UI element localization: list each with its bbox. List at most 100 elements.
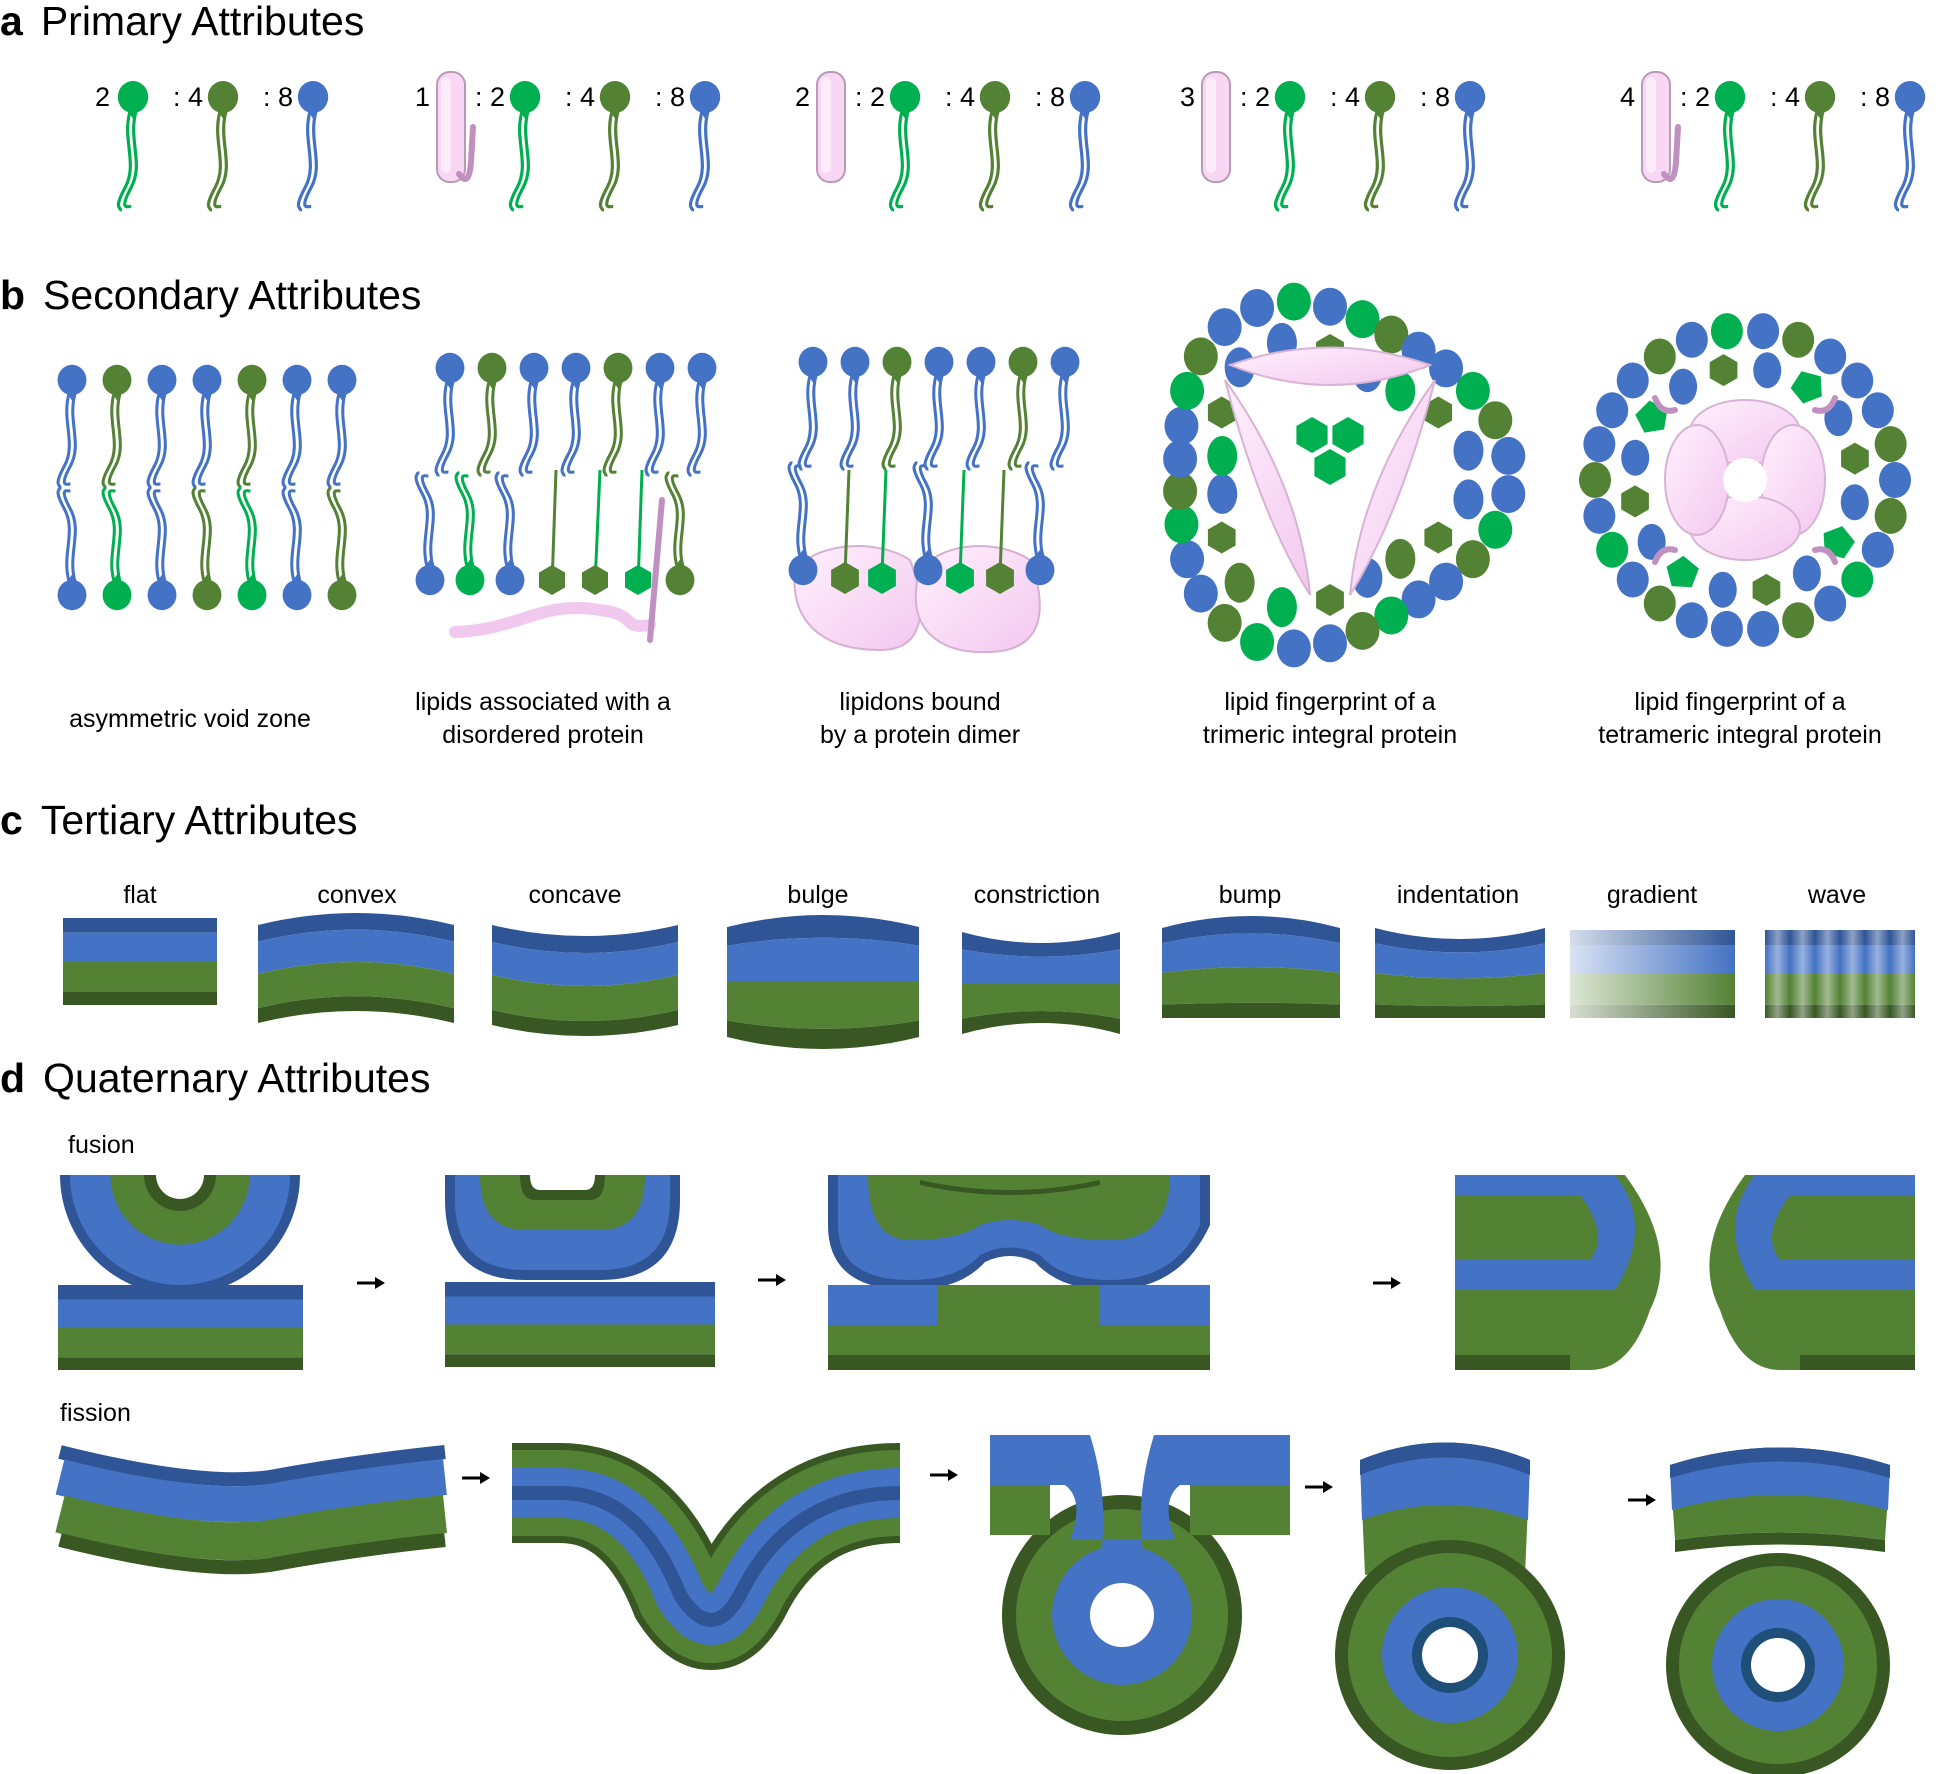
- lipid-head: [509, 81, 541, 113]
- membrane-band: [1162, 967, 1340, 1005]
- caption-line: asymmetric void zone: [69, 705, 311, 733]
- lipid-tail: [101, 486, 116, 582]
- lipid-pentagon: [1823, 526, 1855, 559]
- panel-letter: a: [0, 0, 23, 44]
- hemifusion-stalk: [828, 1175, 1210, 1370]
- lipid-head: [1364, 81, 1396, 113]
- sterol-hexagon: [831, 562, 859, 594]
- panel-title: Quaternary Attributes: [43, 1055, 431, 1101]
- lipid-tail: [692, 381, 707, 474]
- fusion-label: fusion: [68, 1131, 135, 1159]
- tertiary-label-flat: flat: [123, 881, 157, 909]
- lipid-tail: [664, 471, 679, 567]
- lipid-headgroup: [1374, 315, 1409, 354]
- membrane-band: [1162, 916, 1340, 944]
- lipid-head: [519, 352, 549, 384]
- lipid-head-neck: [517, 106, 533, 119]
- lipid-head-neck: [289, 574, 305, 586]
- fusion-pore: [1455, 1175, 1915, 1370]
- membrane-band: [445, 1282, 715, 1297]
- arrow-icon: [357, 1277, 385, 1289]
- sterol-group: [539, 469, 651, 595]
- lipid-molecule: [236, 364, 267, 489]
- lipid-tail: [197, 393, 212, 486]
- lipid-head-neck: [215, 106, 231, 119]
- lipid-tail: [1453, 110, 1469, 212]
- lipid-tail: [895, 110, 910, 209]
- lipid-tail: [1803, 110, 1819, 212]
- lipid-tail: [460, 474, 475, 567]
- membrane-band: [727, 937, 919, 982]
- lipid-molecule: [912, 461, 943, 586]
- lipid-headgroup: [1710, 610, 1743, 647]
- lipid-head-neck: [1077, 106, 1093, 119]
- lipid-tail: [923, 375, 938, 471]
- sterol-hexagon: [1296, 417, 1328, 453]
- lipid-tail: [650, 381, 665, 474]
- lipid-head-neck: [672, 559, 688, 571]
- lipid-head: [117, 81, 149, 113]
- lipid-molecule: [598, 81, 631, 212]
- lipid-headgroup: [1429, 562, 1464, 601]
- fission-stage-3: [990, 1435, 1290, 1735]
- membrane-band: [962, 949, 1120, 983]
- tertiary-label-gradient: gradient: [1606, 881, 1698, 909]
- lipid-head: [966, 346, 996, 378]
- lipid-head: [840, 346, 870, 378]
- lipid-molecule: [888, 81, 921, 212]
- lipid-head: [1069, 81, 1101, 113]
- bud-lumen: [1090, 1583, 1154, 1647]
- lipid-tail: [107, 489, 122, 582]
- lipid-head: [327, 579, 357, 611]
- lipid-tail: [56, 393, 71, 489]
- lipid-molecule: [1068, 81, 1101, 212]
- panel-letter: c: [0, 797, 23, 843]
- lipid-molecule: [281, 486, 312, 611]
- membrane-band: [58, 1285, 303, 1300]
- tertiary-label-wave: wave: [1807, 881, 1867, 909]
- lipid-tail: [929, 375, 944, 468]
- lipid-head-neck: [607, 106, 623, 119]
- caption-line: lipid fingerprint of a: [1634, 688, 1846, 716]
- protein-highlight: [1646, 77, 1656, 173]
- lipid-headgroup: [1792, 555, 1821, 592]
- lipid-tail: [887, 375, 902, 468]
- lipid-tail: [608, 381, 623, 474]
- pore-blue: [1455, 1175, 1635, 1290]
- lipid-tail: [518, 381, 533, 477]
- lipid-head-neck: [931, 371, 947, 383]
- lipid-head: [1454, 81, 1486, 113]
- ratio-value: : 2: [1680, 82, 1711, 112]
- lipid-headgroup: [1814, 585, 1847, 622]
- lipid-tail: [881, 375, 896, 471]
- arrow-head: [1323, 1481, 1333, 1493]
- lipid-head-neck: [795, 549, 811, 561]
- ratio-value: : 8: [655, 82, 686, 112]
- lipid-headgroup: [1879, 462, 1911, 498]
- panel-letter: b: [0, 272, 26, 318]
- lipid-headgroup: [1747, 610, 1780, 647]
- tetramer-pore: [1723, 458, 1767, 502]
- membrane-band: [55, 1495, 447, 1561]
- lipid-tail: [912, 461, 927, 557]
- lipid-tail: [206, 110, 222, 212]
- lipid-head-neck: [1372, 106, 1388, 119]
- sterol-hexagon: [625, 565, 651, 595]
- lipid-headgroup: [1747, 313, 1780, 350]
- caption-line: tetrameric integral protein: [1598, 721, 1882, 749]
- lipid-head-neck: [889, 371, 905, 383]
- tetramer-subunit: [1664, 424, 1730, 536]
- lipid-headgroup: [1675, 321, 1708, 358]
- membrane-band: [1375, 928, 1545, 953]
- lipid-headgroup: [1163, 439, 1198, 478]
- lipid-headgroup: [1782, 321, 1815, 358]
- lipid-tail: [500, 474, 515, 567]
- fusion-vesicle-2: [445, 1175, 680, 1280]
- lipid-head-neck: [422, 559, 438, 571]
- ratio-value: : 8: [1035, 82, 1066, 112]
- arrow-head: [375, 1277, 385, 1289]
- membrane-band: [58, 1357, 303, 1370]
